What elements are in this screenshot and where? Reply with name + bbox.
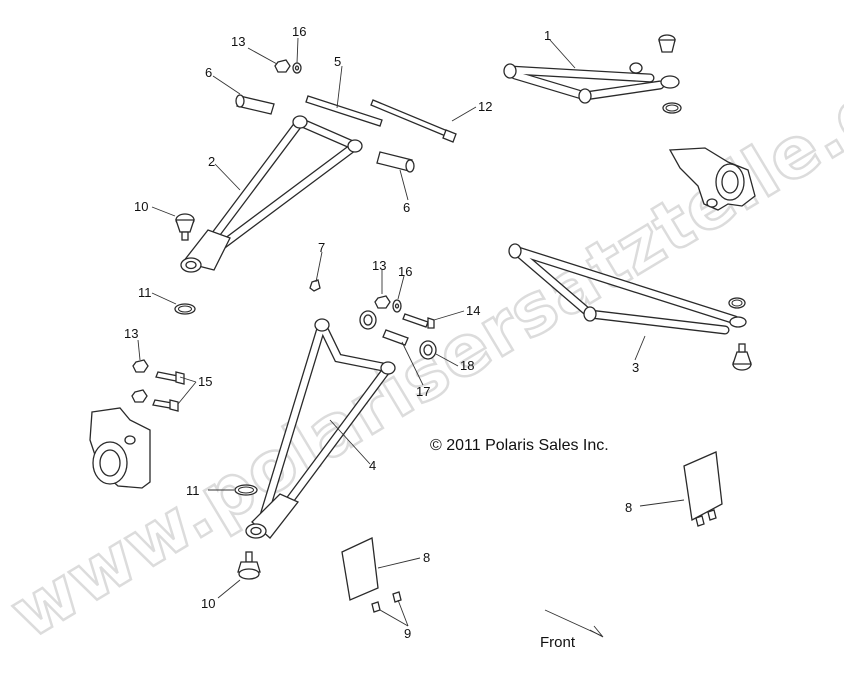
callout-7: 7 <box>318 240 325 255</box>
snap-ring-right <box>728 297 746 309</box>
snap-ring-11-bottom <box>234 484 258 496</box>
ball-joint-10-top <box>175 213 195 241</box>
callout-17: 17 <box>416 384 430 399</box>
callout-15: 15 <box>198 374 212 389</box>
callout-6: 6 <box>205 65 212 80</box>
washer-16-top <box>292 62 302 74</box>
callout-13: 13 <box>372 258 386 273</box>
lower-a-arm-right <box>508 243 747 335</box>
bolt-14 <box>402 313 435 329</box>
pivot-bolt-12 <box>370 99 457 143</box>
guard-panel-right <box>683 451 723 527</box>
lower-a-arm <box>245 318 396 539</box>
washer-16-mid <box>392 299 402 313</box>
callout-8: 8 <box>423 550 430 565</box>
callout-10: 10 <box>201 596 215 611</box>
callout-9: 9 <box>404 626 411 641</box>
callout-13: 13 <box>231 34 245 49</box>
steering-knuckle-right <box>668 147 756 211</box>
callout-13: 13 <box>124 326 138 341</box>
nut-13-top <box>274 59 291 73</box>
nut-13-mid <box>374 295 391 309</box>
callout-12: 12 <box>478 99 492 114</box>
bushing-lower-left <box>359 310 377 330</box>
steering-knuckle-left <box>89 407 151 489</box>
callout-2: 2 <box>208 154 215 169</box>
pivot-bushing-17 <box>382 329 409 346</box>
snap-ring-11-top <box>174 303 196 315</box>
callout-1: 1 <box>544 28 551 43</box>
grease-fitting-7 <box>309 279 321 292</box>
bolts-15 <box>152 371 185 412</box>
ball-joint-right <box>732 343 752 371</box>
ball-joint-10-bottom <box>237 551 261 580</box>
callout-11: 11 <box>186 483 200 498</box>
copyright-text: © 2011 Polaris Sales Inc. <box>430 437 609 454</box>
bushing-18 <box>419 340 437 360</box>
callout-4: 4 <box>369 458 376 473</box>
callout-16: 16 <box>398 264 412 279</box>
callout-18: 18 <box>460 358 474 373</box>
callout-16: 16 <box>292 24 306 39</box>
callout-5: 5 <box>334 54 341 69</box>
callout-10: 10 <box>134 199 148 214</box>
front-label: Front <box>540 634 576 651</box>
callout-8: 8 <box>625 500 632 515</box>
leader-lines <box>137 37 685 627</box>
callout-14: 14 <box>466 303 480 318</box>
pivot-bushing-right <box>376 151 415 173</box>
callout-numbers: 13 16 6 5 12 2 6 10 11 1 7 13 16 14 18 1… <box>124 24 639 641</box>
snap-ring-top-right <box>662 102 682 114</box>
guard-panel-bottom <box>341 537 402 613</box>
front-direction-indicator: Front <box>540 609 604 651</box>
ball-joint-top-right <box>658 34 676 53</box>
callout-11: 11 <box>138 285 152 300</box>
pivot-shaft-5 <box>305 95 383 127</box>
callout-3: 3 <box>632 360 639 375</box>
upper-a-arm <box>180 115 363 273</box>
pivot-bushing-left <box>235 94 275 115</box>
callout-6: 6 <box>403 200 410 215</box>
nut-13-left <box>131 359 149 403</box>
upper-a-arm-assembled <box>503 62 680 104</box>
